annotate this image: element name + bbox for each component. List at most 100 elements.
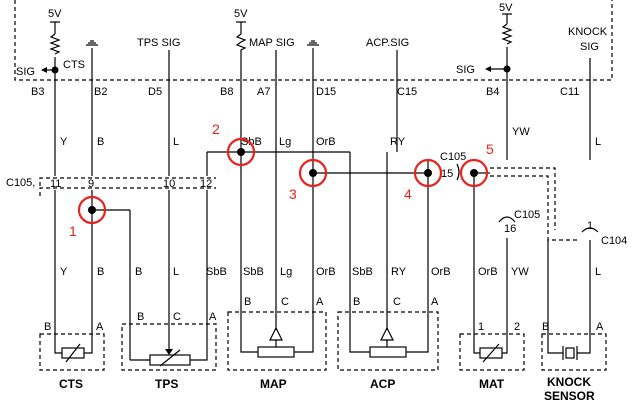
knock-sig-label-1: KNOCK bbox=[568, 26, 608, 38]
wire-color-label: L bbox=[595, 266, 601, 278]
sensor-tps: B C A TPS bbox=[121, 311, 217, 391]
terminal-1: 1 bbox=[478, 321, 484, 333]
component-tps-label: TPS bbox=[155, 377, 178, 391]
terminal-a: A bbox=[316, 296, 324, 308]
marker-label-5: 5 bbox=[486, 141, 494, 157]
lower-wires bbox=[92, 152, 591, 360]
splice-dot bbox=[237, 148, 245, 156]
pin-c15: C15 bbox=[397, 86, 417, 98]
pin-1: 1 bbox=[587, 220, 593, 232]
c105-label-right: C105 bbox=[514, 209, 540, 221]
marker-label-4: 4 bbox=[404, 186, 412, 202]
marker-ring-5 bbox=[459, 158, 489, 188]
marker-ring-1 bbox=[77, 195, 107, 225]
wire-color-label: SbB bbox=[206, 266, 227, 278]
acp-sig-label: ACP.SIG bbox=[366, 37, 409, 49]
terminal-a: A bbox=[209, 311, 217, 323]
wire-color-label: L bbox=[173, 266, 179, 278]
marker-label-3: 3 bbox=[289, 186, 297, 202]
terminal-a: A bbox=[596, 321, 604, 333]
pin-d5: D5 bbox=[148, 86, 162, 98]
component-acp-label: ACP bbox=[370, 377, 395, 391]
terminal-b: B bbox=[244, 296, 251, 308]
wire-color-label: OrB bbox=[431, 266, 451, 278]
map-sig-label: MAP SIG bbox=[249, 37, 295, 49]
pin-15: 15 bbox=[441, 168, 453, 180]
marker-label-2: 2 bbox=[212, 121, 220, 137]
splice-dot bbox=[309, 169, 317, 177]
c104-label: C104 bbox=[601, 235, 627, 247]
sensor-mat: 1 2 MAT bbox=[459, 321, 525, 391]
ecu-internal bbox=[41, 13, 591, 80]
markers: 1 2 3 4 5 bbox=[69, 121, 494, 239]
pin-9: 9 bbox=[88, 178, 94, 190]
marker-ring-4 bbox=[413, 158, 443, 188]
component-mat-label: MAT bbox=[479, 377, 505, 391]
terminal-b: B bbox=[137, 311, 144, 323]
pin-c11: C11 bbox=[560, 86, 579, 98]
terminal-b: B bbox=[542, 321, 549, 333]
wire-color-label: B bbox=[97, 266, 104, 278]
wire-color-label: RY bbox=[391, 266, 407, 278]
wire-color-label: Y bbox=[60, 136, 68, 148]
c105-label-left: C105, bbox=[6, 177, 35, 189]
terminal-a: A bbox=[431, 296, 439, 308]
ecu-pins: B3 B2 D5 B8 A7 D15 C15 B4 C11 bbox=[31, 86, 579, 98]
component-cts-label: CTS bbox=[59, 377, 83, 391]
wire-color-label: Lg bbox=[280, 266, 292, 278]
terminal-2: 2 bbox=[514, 321, 520, 333]
upper-wire-colors: Y B L SbB Lg OrB RY YW L bbox=[60, 126, 601, 148]
lower-wire-colors: Y B B L SbB SbB Lg OrB SbB RY OrB OrB YW… bbox=[60, 266, 601, 278]
marker-label-1: 1 bbox=[69, 223, 77, 239]
pin-12: 12 bbox=[200, 178, 212, 190]
tps-sig-label: TPS SIG bbox=[137, 37, 180, 49]
wire-color-label: L bbox=[173, 136, 179, 148]
pin-b2: B2 bbox=[94, 86, 107, 98]
wire-color-label: YW bbox=[512, 126, 530, 138]
upper-wires bbox=[54, 80, 591, 176]
map-5v-label: 5V bbox=[234, 8, 248, 20]
mat-5v-label: 5V bbox=[499, 2, 513, 14]
splice-dot bbox=[88, 206, 96, 214]
sensor-cts: B A CTS bbox=[39, 321, 105, 391]
marker-ring-3 bbox=[298, 158, 328, 188]
cts-label: CTS bbox=[63, 59, 85, 71]
pin-b8: B8 bbox=[220, 86, 233, 98]
pin-11: 11 bbox=[50, 178, 61, 190]
wire-color-label: OrB bbox=[478, 266, 498, 278]
wire-color-label: OrB bbox=[316, 136, 336, 148]
mat-sig-label: SIG bbox=[456, 64, 475, 76]
pin-d15: D15 bbox=[316, 86, 336, 98]
pin-b4: B4 bbox=[486, 86, 499, 98]
component-knock-label-2: SENSOR bbox=[544, 389, 595, 403]
terminal-a: A bbox=[96, 321, 104, 333]
component-knock-label-1: KNOCK bbox=[547, 375, 591, 389]
splice-dot bbox=[424, 169, 432, 177]
component-map-label: MAP bbox=[260, 377, 287, 391]
wire-color-label: L bbox=[595, 136, 601, 148]
wire-color-label: B bbox=[97, 136, 104, 148]
pin-10: 10 bbox=[163, 178, 175, 190]
knock-sig-label-2: SIG bbox=[580, 41, 599, 53]
ecu-labels: 5V CTS SIG TPS SIG 5V MAP SIG ACP.SIG 5V… bbox=[16, 2, 608, 78]
wire-color-label: B bbox=[135, 266, 142, 278]
wire-color-label: OrB bbox=[316, 266, 336, 278]
pin-16: 16 bbox=[504, 223, 516, 235]
connector-c105: C105, 11 9 10 12 bbox=[6, 177, 216, 345]
terminal-c: C bbox=[393, 296, 401, 308]
c105-label-mid: C105 bbox=[440, 151, 466, 163]
terminal-c: C bbox=[173, 311, 181, 323]
wire-color-label: RY bbox=[390, 136, 406, 148]
sensor-acp: B C A ACP bbox=[337, 296, 439, 391]
terminal-b: B bbox=[44, 321, 51, 333]
wire-color-label: Y bbox=[60, 266, 68, 278]
pin-b3: B3 bbox=[31, 86, 44, 98]
sensor-knock: B A KNOCK SENSOR bbox=[541, 321, 607, 403]
wire-color-label: SbB bbox=[243, 266, 264, 278]
splices bbox=[88, 148, 478, 214]
wire-color-label: YW bbox=[511, 266, 529, 278]
terminal-c: C bbox=[281, 296, 289, 308]
sensor-map: B C A MAP bbox=[227, 296, 327, 391]
splice-dot bbox=[470, 169, 478, 177]
